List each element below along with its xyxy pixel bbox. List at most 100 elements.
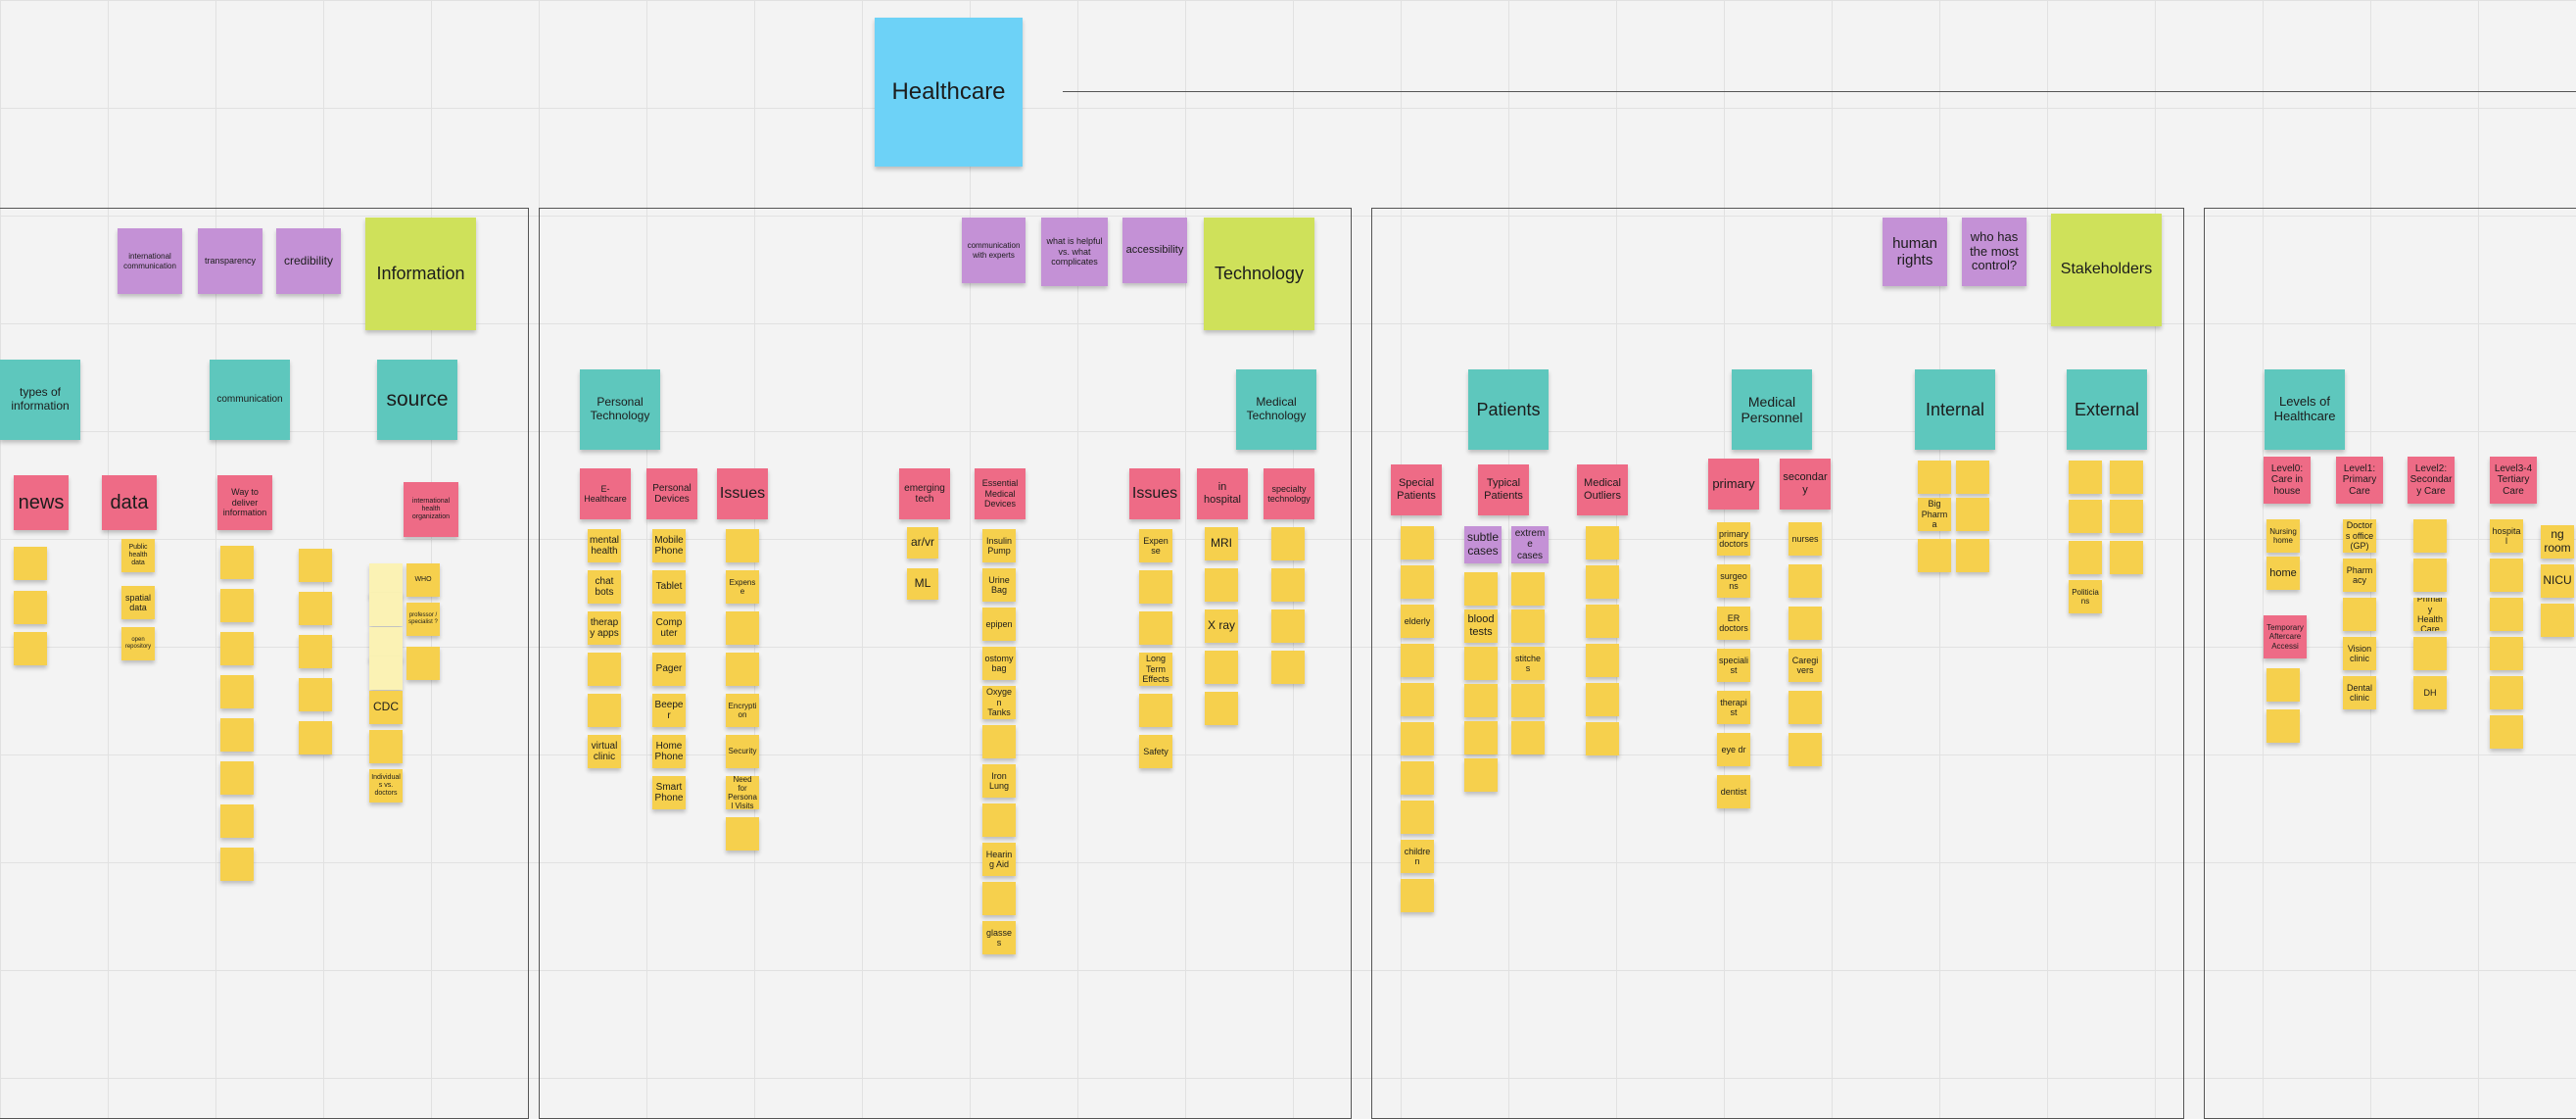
sticky-note[interactable]: Iron Lung: [982, 764, 1016, 798]
category-note[interactable]: Temporary Aftercare Accessi: [2264, 615, 2307, 658]
sticky-note[interactable]: MRI: [1205, 527, 1238, 560]
sticky-note[interactable]: CDC: [369, 691, 403, 724]
sticky-note[interactable]: [299, 592, 332, 625]
sticky-note[interactable]: [2266, 709, 2300, 743]
category-note[interactable]: Patients: [1468, 369, 1549, 450]
sticky-note[interactable]: [14, 591, 47, 624]
category-note[interactable]: Level1: Primary Care: [2336, 457, 2383, 504]
sticky-note[interactable]: [2343, 598, 2376, 631]
sticky-note[interactable]: [2490, 715, 2523, 749]
sticky-note[interactable]: [726, 611, 759, 645]
sticky-note[interactable]: Insulin Pump: [982, 529, 1016, 562]
sticky-note[interactable]: [1401, 879, 1434, 912]
sticky-note[interactable]: [1205, 568, 1238, 602]
sticky-note[interactable]: [369, 627, 403, 660]
sticky-note[interactable]: Tablet: [652, 570, 686, 604]
sticky-note[interactable]: Security: [726, 735, 759, 768]
category-note[interactable]: Level2: Secondary Care: [2408, 457, 2455, 504]
sticky-note[interactable]: spatial data: [121, 586, 155, 619]
tag-note[interactable]: transparency: [198, 228, 262, 294]
tag-note[interactable]: international communication: [118, 228, 182, 294]
sticky-note[interactable]: Encryption: [726, 694, 759, 727]
frame-information[interactable]: [0, 208, 529, 1119]
sticky-note[interactable]: [1401, 722, 1434, 755]
category-note[interactable]: E-Healthcare: [580, 468, 631, 519]
sticky-note[interactable]: [369, 730, 403, 763]
sticky-note[interactable]: children: [1401, 840, 1434, 873]
sticky-note[interactable]: Individuals vs. doctors: [369, 769, 403, 803]
sticky-note[interactable]: Home Phone: [652, 735, 686, 768]
information-heading-note[interactable]: Information: [365, 218, 476, 330]
sticky-note[interactable]: eye dr: [1717, 733, 1750, 766]
sticky-note[interactable]: [299, 549, 332, 582]
sticky-note[interactable]: epipen: [982, 608, 1016, 641]
tag-note[interactable]: credibility: [276, 228, 341, 294]
category-note[interactable]: Medical Technology: [1236, 369, 1316, 450]
tag-note[interactable]: who has the most control?: [1962, 218, 2027, 286]
sticky-note[interactable]: [1401, 526, 1434, 560]
sticky-note[interactable]: Need for Personal Visits: [726, 776, 759, 809]
sticky-note[interactable]: [1956, 539, 1989, 572]
connector-line[interactable]: [1063, 91, 2576, 92]
technology-heading-note[interactable]: Technology: [1204, 218, 1314, 330]
sticky-note[interactable]: [2413, 559, 2447, 592]
sticky-note[interactable]: [1586, 526, 1619, 560]
sticky-note[interactable]: Politicians: [2069, 580, 2102, 613]
sticky-note[interactable]: [2413, 637, 2447, 670]
category-note[interactable]: Essential Medical Devices: [975, 468, 1026, 519]
sticky-note[interactable]: [1789, 733, 1822, 766]
sticky-note[interactable]: [1511, 609, 1545, 643]
sticky-note[interactable]: [299, 635, 332, 668]
sticky-note[interactable]: [1139, 694, 1172, 727]
category-note[interactable]: emerging tech: [899, 468, 950, 519]
sticky-note[interactable]: [1271, 527, 1305, 560]
sticky-note[interactable]: mental health: [588, 529, 621, 562]
healthcare-title-note[interactable]: Healthcare: [875, 18, 1023, 167]
sticky-note[interactable]: Pager: [652, 653, 686, 686]
category-note[interactable]: specialty technology: [1264, 468, 1314, 519]
sticky-note[interactable]: therapy apps: [588, 611, 621, 645]
sticky-note[interactable]: [220, 675, 254, 708]
sticky-note[interactable]: [1401, 565, 1434, 599]
sticky-note[interactable]: Expense: [726, 570, 759, 604]
sticky-note[interactable]: [1271, 609, 1305, 643]
sticky-note[interactable]: [1511, 572, 1545, 606]
sticky-note[interactable]: [2069, 541, 2102, 574]
sticky-note[interactable]: [2266, 668, 2300, 702]
sticky-note[interactable]: Caregivers: [1789, 649, 1822, 682]
sticky-note[interactable]: [1586, 722, 1619, 755]
category-note[interactable]: Levels of Healthcare: [2265, 369, 2345, 450]
sticky-note[interactable]: [1918, 461, 1951, 494]
sticky-note[interactable]: [369, 563, 403, 597]
sticky-note[interactable]: ostomy bag: [982, 647, 1016, 680]
sticky-note[interactable]: WHO: [406, 563, 440, 597]
category-note[interactable]: primary: [1708, 459, 1759, 510]
sticky-note[interactable]: [1401, 801, 1434, 834]
sticky-note[interactable]: [1511, 684, 1545, 717]
sticky-note[interactable]: primary doctors: [1717, 522, 1750, 556]
sticky-note[interactable]: X ray: [1205, 609, 1238, 643]
category-note[interactable]: news: [14, 475, 69, 530]
category-note[interactable]: Issues: [717, 468, 768, 519]
sticky-note[interactable]: waiting rooms: [2541, 525, 2574, 559]
sticky-note[interactable]: chat bots: [588, 570, 621, 604]
sticky-note[interactable]: [2541, 604, 2574, 637]
sticky-note[interactable]: [220, 804, 254, 838]
sticky-note[interactable]: Primary Health Care: [2413, 598, 2447, 631]
sticky-note[interactable]: ar/vr: [907, 527, 938, 559]
sticky-note[interactable]: virtual clinic: [588, 735, 621, 768]
sticky-note[interactable]: [1511, 721, 1545, 754]
sticky-note[interactable]: [220, 632, 254, 665]
sticky-note[interactable]: ML: [907, 568, 938, 600]
sticky-note[interactable]: [2413, 519, 2447, 553]
sticky-note[interactable]: [1956, 498, 1989, 531]
sticky-note[interactable]: specialist: [1717, 649, 1750, 682]
sticky-note[interactable]: Vision clinic: [2343, 637, 2376, 670]
sticky-note[interactable]: [1205, 692, 1238, 725]
sticky-note[interactable]: [369, 657, 403, 690]
sticky-note[interactable]: [299, 721, 332, 754]
sticky-note[interactable]: [1464, 684, 1498, 717]
tag-note[interactable]: what is helpful vs. what complicates: [1041, 218, 1108, 286]
sticky-note[interactable]: [2069, 461, 2102, 494]
sticky-note[interactable]: [2069, 500, 2102, 533]
